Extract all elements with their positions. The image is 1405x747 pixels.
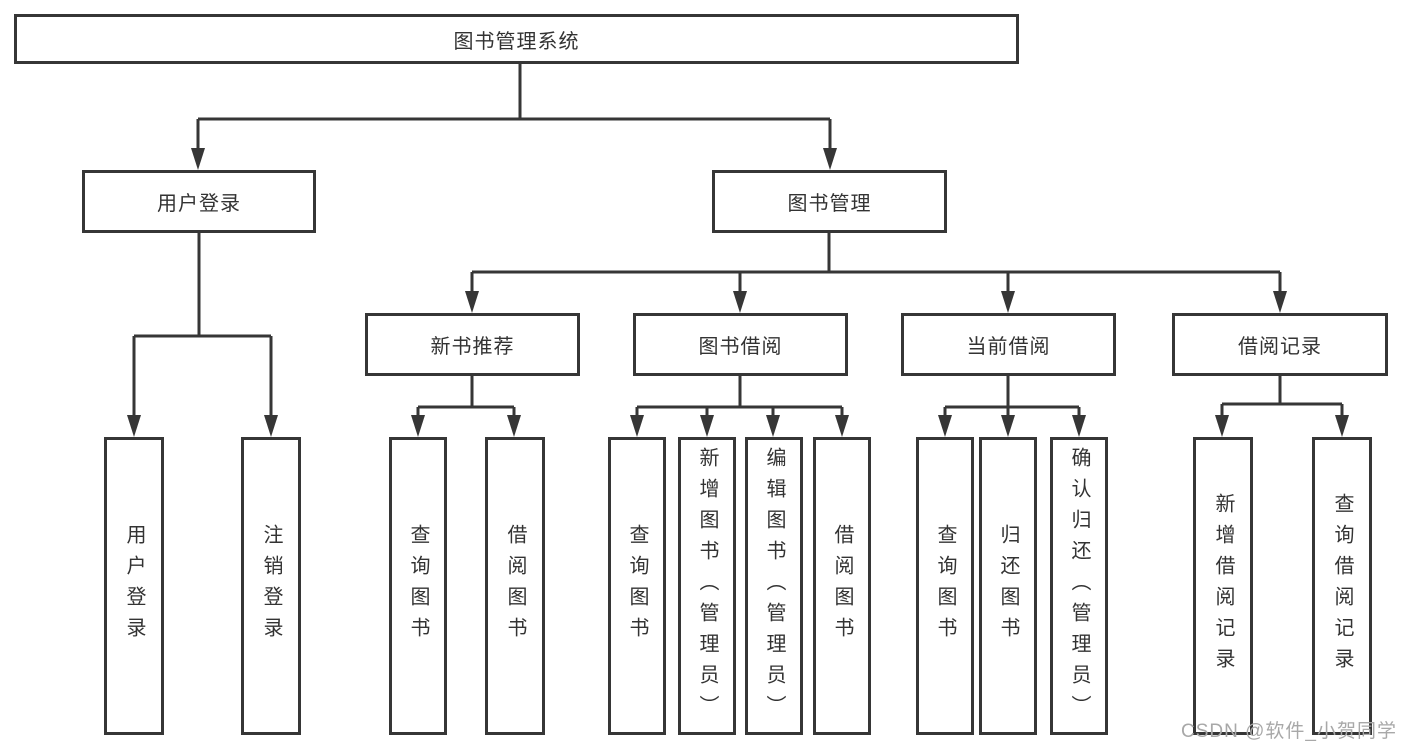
leaf-user-login: 用户登录 [104,437,164,735]
leaf-current-return-book: 归还图书 [979,437,1037,735]
node-label: 用户登录 [123,524,145,648]
leaf-current-confirm-return-admin: 确认归还（管理员） [1050,437,1108,735]
node-label: 新书推荐 [430,336,515,358]
leaf-borrowing-query-book: 查询图书 [608,437,666,735]
node-label: 用户登录 [157,193,241,215]
leaf-recommend-borrow-book: 借阅图书 [485,437,545,735]
node-label: 查询图书 [934,524,956,648]
node-label: 当前借阅 [966,336,1051,358]
node-book-management: 图书管理 [712,170,947,233]
node-label: 新增借阅记录 [1212,493,1234,679]
node-library-system: 图书管理系统 [14,14,1019,64]
leaf-borrowing-borrow-book: 借阅图书 [813,437,871,735]
node-label: 归还图书 [997,524,1019,648]
node-label: 注销登录 [260,524,282,648]
node-borrowing-records: 借阅记录 [1172,313,1388,376]
node-label: 图书借阅 [698,336,783,358]
node-label: 查询图书 [407,524,429,648]
watermark-csdn: CSDN @软件_小贺同学 [1181,721,1397,742]
leaf-borrowing-edit-book-admin: 编辑图书（管理员） [745,437,803,735]
node-label: 借阅图书 [831,524,853,648]
node-new-book-recommendation: 新书推荐 [365,313,580,376]
node-current-borrowing: 当前借阅 [901,313,1116,376]
node-label: 借阅记录 [1238,336,1322,358]
node-user-login-group: 用户登录 [82,170,316,233]
node-label: 图书管理系统 [453,30,580,53]
node-label: 借阅图书 [504,524,526,648]
node-label: 查询借阅记录 [1331,493,1353,679]
node-label: 新增图书（管理员） [696,446,718,726]
leaf-current-query-book: 查询图书 [916,437,974,735]
leaf-records-query-record: 查询借阅记录 [1312,437,1372,735]
node-label: 查询图书 [626,524,648,648]
node-book-borrowing: 图书借阅 [633,313,848,376]
leaf-logout: 注销登录 [241,437,301,735]
node-label: 确认归还（管理员） [1068,446,1090,726]
leaf-recommend-query-book: 查询图书 [389,437,447,735]
leaf-records-add-record: 新增借阅记录 [1193,437,1253,735]
leaf-borrowing-add-book-admin: 新增图书（管理员） [678,437,736,735]
node-label: 图书管理 [787,193,872,215]
node-label: 编辑图书（管理员） [763,446,785,726]
